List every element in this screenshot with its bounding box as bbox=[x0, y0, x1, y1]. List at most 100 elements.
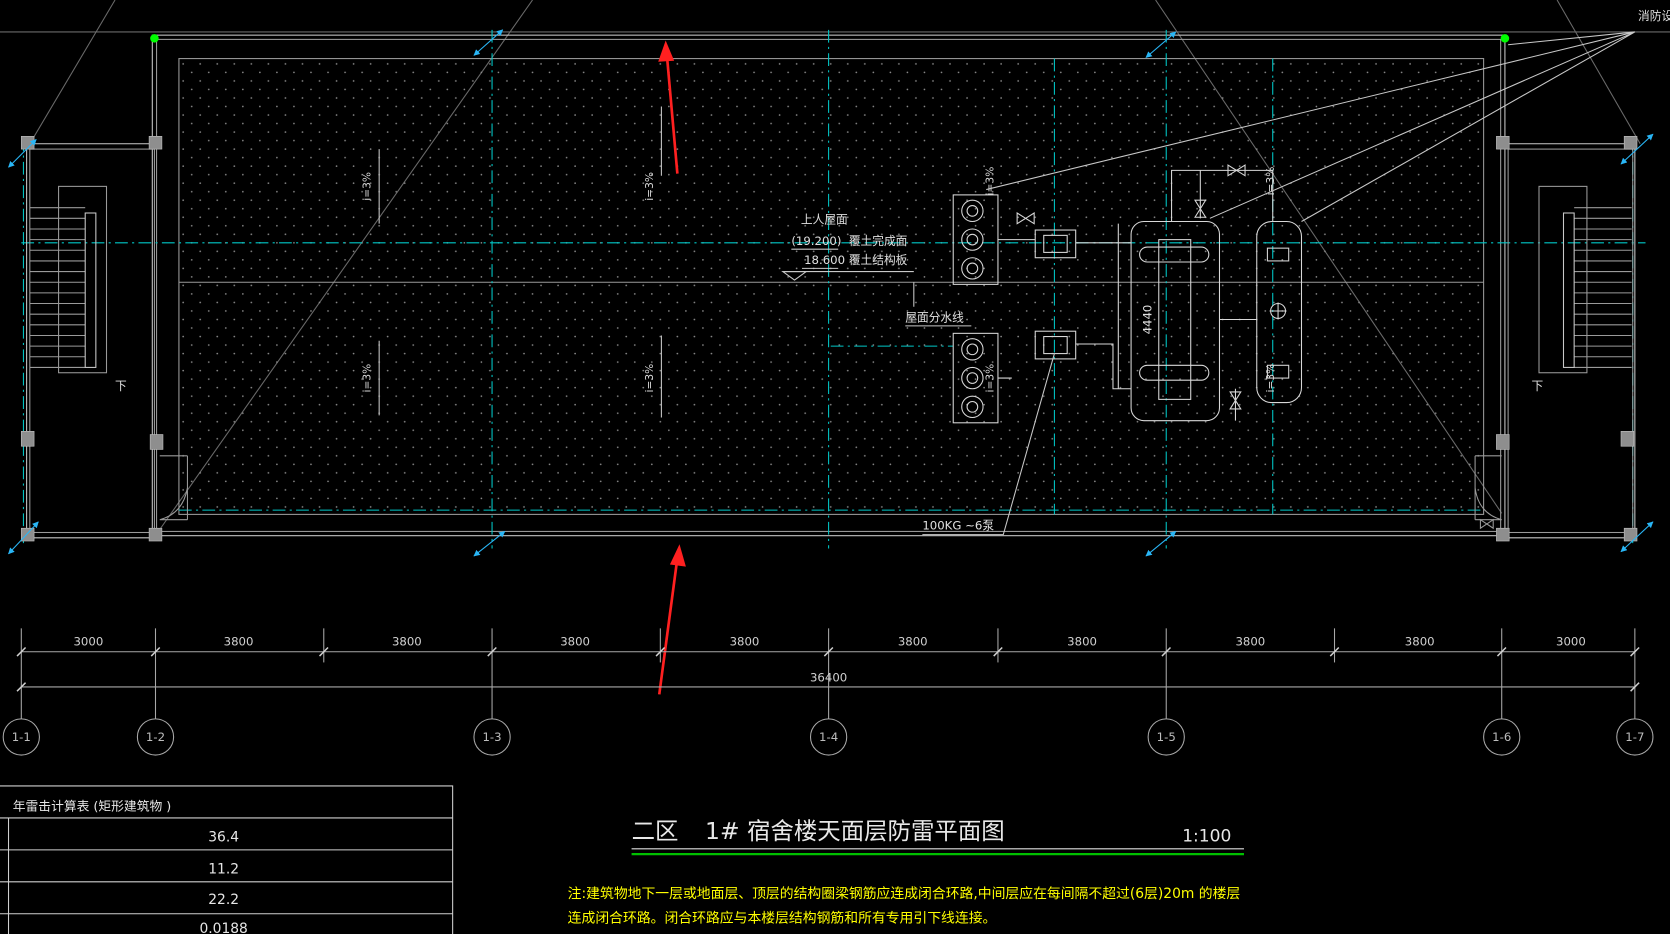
red-arrow-top bbox=[665, 53, 679, 174]
dimension-value: 3800 bbox=[560, 634, 590, 648]
valve-icon bbox=[1016, 212, 1035, 225]
stair-inner-line bbox=[1507, 148, 1634, 534]
axis-label: 1-7 bbox=[1625, 730, 1644, 744]
pressure-tank-part bbox=[1266, 247, 1290, 262]
stair-down-label: 下 bbox=[1532, 379, 1544, 393]
drawing-title-block: 二区 1# 宿舍楼天面层防雷平面图 1:100 bbox=[631, 817, 1244, 856]
pump-leader-line bbox=[922, 353, 1055, 536]
drawing-scale: 1:100 bbox=[1182, 826, 1231, 846]
water-tank bbox=[1130, 220, 1221, 422]
red-arrow-head-icon bbox=[658, 40, 675, 62]
conductor-arrow bbox=[8, 521, 39, 555]
ridge-annotation: 屋面分水线 bbox=[905, 282, 972, 327]
dimension-value: 3800 bbox=[1405, 634, 1435, 648]
fan-icon bbox=[961, 395, 984, 419]
axis-bubble bbox=[1616, 718, 1654, 756]
dimension-tick bbox=[1630, 646, 1640, 657]
fire-pump-equipment: 4440 bbox=[952, 164, 1303, 424]
ridge-label: 屋面分水线 bbox=[905, 311, 964, 325]
stair-down-label: 下 bbox=[115, 379, 127, 393]
finish-label: 覆土完成面 bbox=[849, 234, 908, 248]
dimension-tick bbox=[823, 646, 834, 657]
axis-label: 1-6 bbox=[1492, 730, 1511, 744]
dimension-value: 3800 bbox=[1235, 634, 1265, 648]
stair-handrail bbox=[1562, 212, 1575, 368]
door-symbol bbox=[1479, 518, 1494, 530]
dimension-total: 36400 bbox=[810, 671, 847, 685]
dimension-tick bbox=[1161, 646, 1172, 657]
stair-inner-line bbox=[29, 148, 155, 534]
fan-icon bbox=[961, 338, 984, 361]
column bbox=[1496, 527, 1510, 542]
fan-icon bbox=[966, 233, 979, 246]
red-arrow-bottom bbox=[657, 557, 679, 695]
dimension-tick bbox=[487, 646, 497, 657]
callout-leader-line bbox=[986, 31, 1636, 222]
axis-bubble bbox=[2, 718, 40, 756]
gauge-icon bbox=[1269, 302, 1287, 320]
fan-icon bbox=[966, 400, 979, 413]
slope-guide-line bbox=[29, 0, 116, 145]
tank-saddle bbox=[1139, 246, 1210, 263]
slope-label: i=3% bbox=[643, 172, 656, 201]
column bbox=[148, 527, 163, 542]
slope-guide-line bbox=[1556, 0, 1641, 145]
valve-icon bbox=[1194, 199, 1207, 218]
conductor-arrow bbox=[473, 29, 504, 56]
tank-length-label: 4440 bbox=[1140, 305, 1154, 335]
valve-icon bbox=[1227, 164, 1246, 177]
table-title: 年雷击计算表 (矩形建筑物 ) bbox=[13, 798, 172, 814]
roof-hatch-area bbox=[178, 58, 1484, 515]
red-arrow-head-icon bbox=[669, 544, 686, 567]
column bbox=[20, 135, 35, 150]
fan-icon bbox=[961, 366, 984, 390]
dimension-value: 3800 bbox=[224, 634, 254, 648]
lightning-rod-dot bbox=[150, 34, 159, 43]
door-left bbox=[159, 455, 188, 521]
conductor-arrow bbox=[1620, 521, 1654, 553]
column bbox=[148, 135, 163, 150]
axis-label: 1-4 bbox=[819, 730, 838, 744]
drawing-notes: 注:建筑物地下一层或地面层、顶层的结构圈梁钢筋应连成闭合环路,中间层应在每间隔不… bbox=[568, 885, 1241, 926]
tank-saddle bbox=[1139, 364, 1210, 381]
fan-icon bbox=[961, 228, 984, 251]
stair-well bbox=[1538, 185, 1588, 374]
column bbox=[149, 434, 164, 450]
door-right bbox=[1474, 455, 1502, 521]
dimension-value: 3000 bbox=[74, 634, 104, 648]
pressure-tank bbox=[1256, 220, 1303, 404]
pump-annotation: 100KG ~6泵 bbox=[922, 353, 1055, 536]
dimension-value: 3800 bbox=[392, 634, 422, 648]
dimension-extension-lines bbox=[16, 628, 1640, 719]
axis-bubbles: 1-1 1-2 1-3 1-4 1-5 1-6 1-7 bbox=[2, 718, 1654, 756]
dimension-value: 3000 bbox=[1556, 634, 1586, 648]
fan-icon bbox=[966, 205, 979, 217]
dimension-value: 3800 bbox=[730, 634, 760, 648]
table-cell: 36.4 bbox=[208, 829, 239, 845]
axis-bubble bbox=[1483, 718, 1521, 756]
dimension-tick bbox=[16, 646, 27, 657]
slope-arrow-line bbox=[378, 106, 662, 418]
fan-icon bbox=[961, 199, 984, 223]
column bbox=[1496, 434, 1510, 450]
conductor-arrow bbox=[1145, 31, 1177, 58]
column bbox=[1620, 431, 1635, 447]
axis-label: 1-1 bbox=[12, 730, 31, 744]
stair-treads bbox=[1574, 207, 1632, 368]
parapet-line bbox=[178, 58, 1485, 515]
elevation-structure: 18.600 bbox=[804, 253, 845, 267]
dimension-tick bbox=[655, 646, 666, 657]
slope-label: i=3% bbox=[984, 364, 997, 393]
pump-box bbox=[1034, 330, 1077, 360]
slope-label: i=3% bbox=[361, 364, 374, 393]
fan-icon bbox=[966, 343, 979, 356]
dimension-tick bbox=[150, 646, 161, 657]
slope-label: i=3% bbox=[361, 172, 374, 201]
lightning-calc-table: 年雷击计算表 (矩形建筑物 ) 36.4 11.2 22.2 0.0188 bbox=[0, 785, 454, 934]
highlight-arrows bbox=[657, 40, 686, 695]
pressure-tank-part bbox=[1266, 364, 1290, 379]
ridge-leader-line bbox=[905, 282, 972, 327]
structure-label: 覆土结构板 bbox=[849, 253, 908, 267]
column bbox=[1623, 135, 1638, 150]
